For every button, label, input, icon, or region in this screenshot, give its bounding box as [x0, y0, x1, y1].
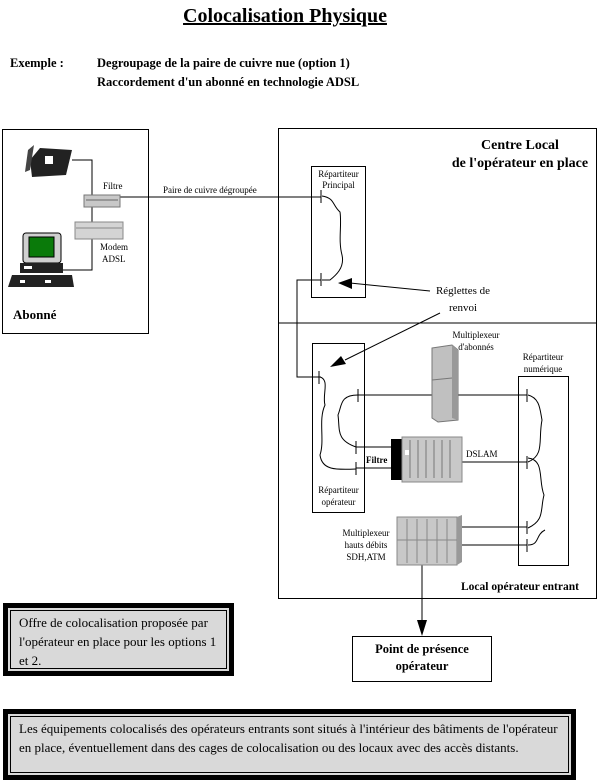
phone-wire: [72, 159, 93, 197]
digital-frame-label-1: Répartiteur: [522, 352, 564, 362]
main-frame-label-1: Répartiteur: [318, 169, 359, 179]
hd-mux-label-1: Multiplexeur: [342, 528, 390, 538]
offer-note-text: Offre de colocalisation proposée par l'o…: [10, 610, 227, 669]
arrowhead: [417, 620, 427, 636]
dslam-label: DSLAM: [466, 449, 498, 459]
strips-label-1: Réglettes de: [435, 285, 491, 297]
high-speed-multiplexer-icon: [396, 515, 462, 566]
copper-pair-label: Paire de cuivre dégroupée: [163, 185, 257, 195]
bottom-note: Les équipements colocalisés des opérateu…: [3, 709, 576, 780]
operator-distribution-frame: [312, 343, 365, 513]
operator-frame-label-1: Répartiteur: [318, 485, 359, 495]
modem-label-1: Modem: [100, 242, 128, 252]
example-label: Exemple :: [10, 56, 64, 70]
operator-filter-label: Filtre: [366, 455, 388, 465]
entrant-title: Local opérateur entrant: [461, 581, 579, 593]
arrowhead: [330, 356, 346, 367]
example-line-2: Raccordement d'un abonné en technologie …: [97, 75, 360, 89]
example-line-1: Degroupage de la paire de cuivre nue (op…: [97, 56, 350, 70]
modem-icon: [74, 221, 124, 240]
bottom-note-text: Les équipements colocalisés des opérateu…: [10, 716, 569, 773]
operator-jumper: [319, 376, 357, 470]
point-of-presence-box: [352, 636, 492, 682]
central-office-title-1: Centre Local: [481, 138, 559, 153]
operator-frame-label-2: opérateur: [321, 497, 356, 507]
page-title: Colocalisation Physique: [183, 5, 387, 27]
central-office-box: [278, 128, 597, 599]
central-office-title-2: de l'opérateur en place: [451, 156, 589, 171]
subscriber-mux-label-2: d'abonnés: [458, 342, 494, 352]
telephone-icon: [25, 145, 72, 177]
subscriber-mux-label-1: Multiplexeur: [452, 330, 500, 340]
arrowhead: [338, 278, 352, 289]
hd-mux-label-2: hauts débits: [344, 540, 388, 550]
operator-jumper-2: [337, 394, 359, 448]
main-distribution-frame: [311, 166, 366, 298]
subscriber-multiplexer-icon: [431, 344, 459, 423]
filter-device-icon: [83, 194, 121, 208]
link-wire: [296, 279, 321, 378]
hd-mux-label-3: SDH,ATM: [346, 552, 386, 562]
computer-wire: [60, 238, 93, 271]
subscriber-box: [2, 129, 149, 334]
modem-label-2: ADSL: [102, 254, 126, 264]
computer-icon: [8, 232, 74, 287]
filter-label: Filtre: [103, 181, 123, 191]
subscriber-title: Abonné: [13, 307, 57, 322]
pop-label-2: opérateur: [395, 659, 449, 673]
digital-distribution-frame: [518, 376, 569, 566]
main-frame-label-2: Principal: [322, 180, 355, 190]
strips-label-2: renvoi: [448, 302, 478, 314]
digital-frame-label-2: numérique: [523, 364, 563, 374]
jumper-wire: [321, 195, 344, 281]
pop-label-1: Point de présence: [375, 642, 469, 656]
offer-note: Offre de colocalisation proposée par l'o…: [3, 603, 234, 676]
dslam-icon: [391, 436, 463, 483]
